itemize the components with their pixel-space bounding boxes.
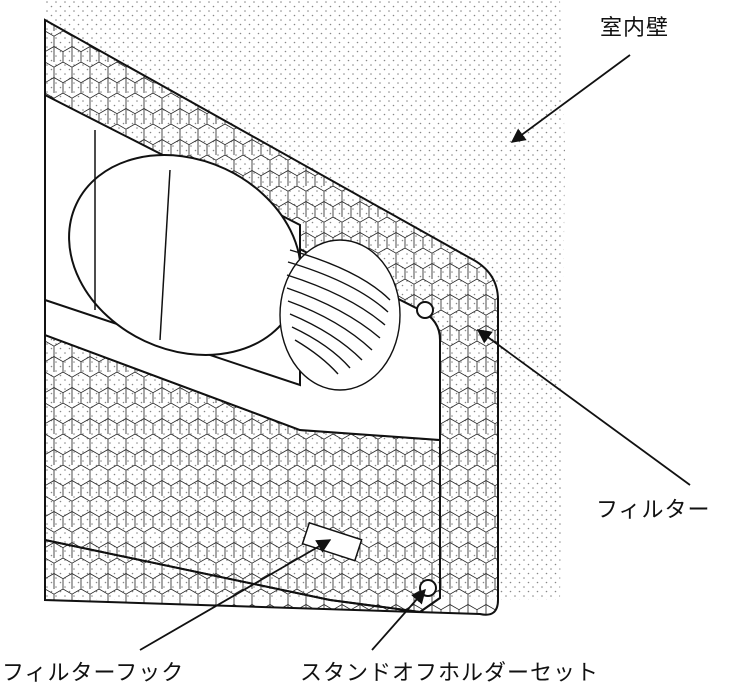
standoff-holder-set-label: スタンドオフホルダーセット (300, 661, 600, 686)
fan-band (159, 169, 171, 341)
filter-hook-leader (139, 539, 332, 651)
standoff-leader (371, 588, 426, 651)
fan-grille (279, 239, 401, 391)
wall-leader (510, 54, 631, 143)
standoff-holder-top (416, 301, 434, 319)
filter-hook-label: フィルターフック (2, 661, 185, 686)
wall-label: 室内壁 (600, 16, 670, 41)
filter-leader (476, 329, 691, 486)
filter-label: フィルター (596, 498, 711, 523)
